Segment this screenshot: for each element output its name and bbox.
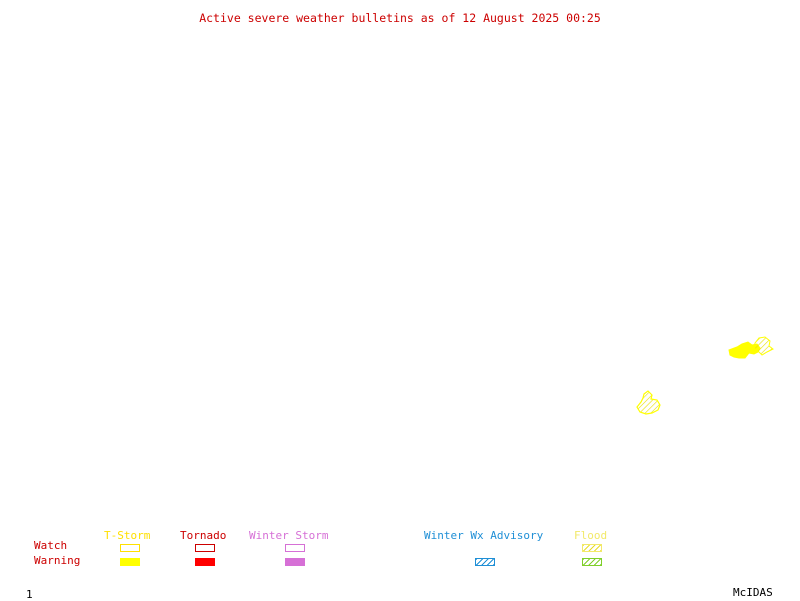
legend-flood-label: Flood	[574, 529, 608, 542]
winter-storm-watch-swatch	[285, 544, 305, 552]
tstorm-warning-swatch	[120, 558, 140, 566]
legend-tstorm-label: T-Storm	[104, 529, 151, 542]
legend-winter-advisory-label: Winter Wx Advisory	[424, 529, 544, 542]
tornado-warning-swatch	[195, 558, 215, 566]
legend-warning-label: Warning	[34, 554, 81, 567]
frame-number: 1	[26, 588, 33, 601]
tstorm-watch-swatch	[120, 544, 140, 552]
flood-watch-area	[753, 336, 774, 356]
software-label: McIDAS	[733, 586, 773, 599]
tstorm-watch-area	[636, 390, 661, 415]
tornado-watch-swatch	[195, 544, 215, 552]
tstorm-warning-area	[728, 341, 761, 359]
winter-storm-warning-swatch	[285, 558, 305, 566]
legend-tornado-label: Tornado	[180, 529, 227, 542]
flood-warning-swatch	[582, 558, 602, 566]
legend-watch-label: Watch	[34, 539, 68, 552]
bulletin-title: Active severe weather bulletins as of 12…	[199, 11, 601, 25]
legend-winter-storm-label: Winter Storm	[249, 529, 329, 542]
winter-advisory-swatch	[475, 558, 495, 566]
flood-watch-swatch	[582, 544, 602, 552]
